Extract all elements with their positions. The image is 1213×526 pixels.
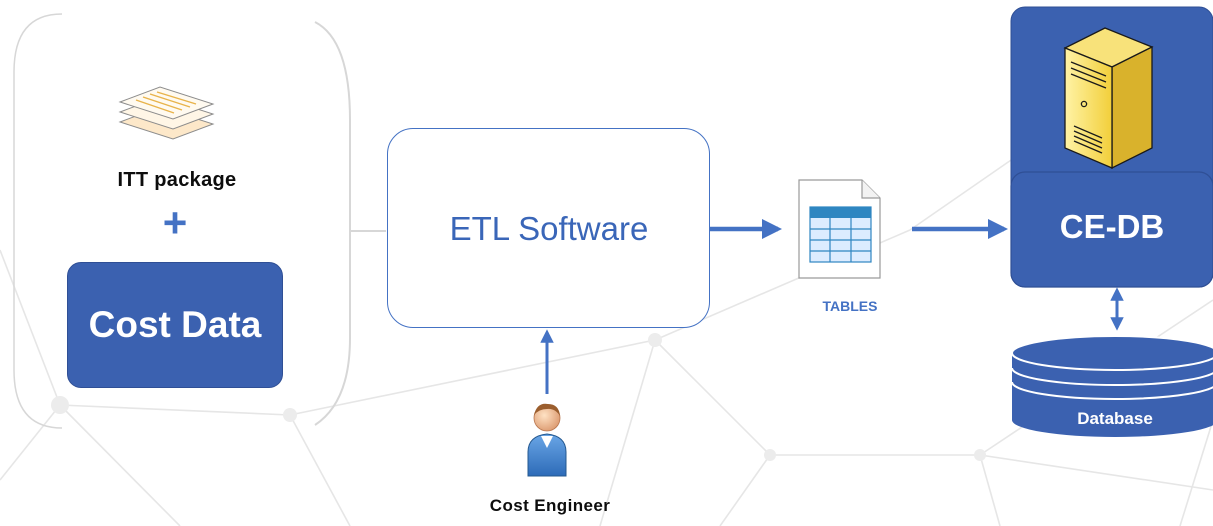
cost-data-box: Cost Data xyxy=(67,262,283,388)
right-group-bracket xyxy=(314,21,351,426)
etl-software-label: ETL Software xyxy=(449,210,649,247)
cost-engineer-label: Cost Engineer xyxy=(489,496,611,515)
plus-sign: + xyxy=(162,199,188,246)
server-icon xyxy=(1063,27,1154,170)
itt-package-label: ITT package xyxy=(117,169,237,191)
cost-data-label: Cost Data xyxy=(88,304,262,345)
cedb-label: CE-DB xyxy=(1059,208,1165,245)
user-icon xyxy=(527,403,567,477)
cedb-box xyxy=(1010,171,1213,288)
table-document-icon xyxy=(798,179,881,279)
database-cylinder-icon xyxy=(1011,335,1213,437)
documents-stack-icon xyxy=(118,86,215,140)
database-label: Database xyxy=(1077,409,1153,428)
etl-software-box xyxy=(387,128,710,328)
tables-label: TABLES xyxy=(822,298,878,314)
left-group-bracket xyxy=(13,13,63,429)
